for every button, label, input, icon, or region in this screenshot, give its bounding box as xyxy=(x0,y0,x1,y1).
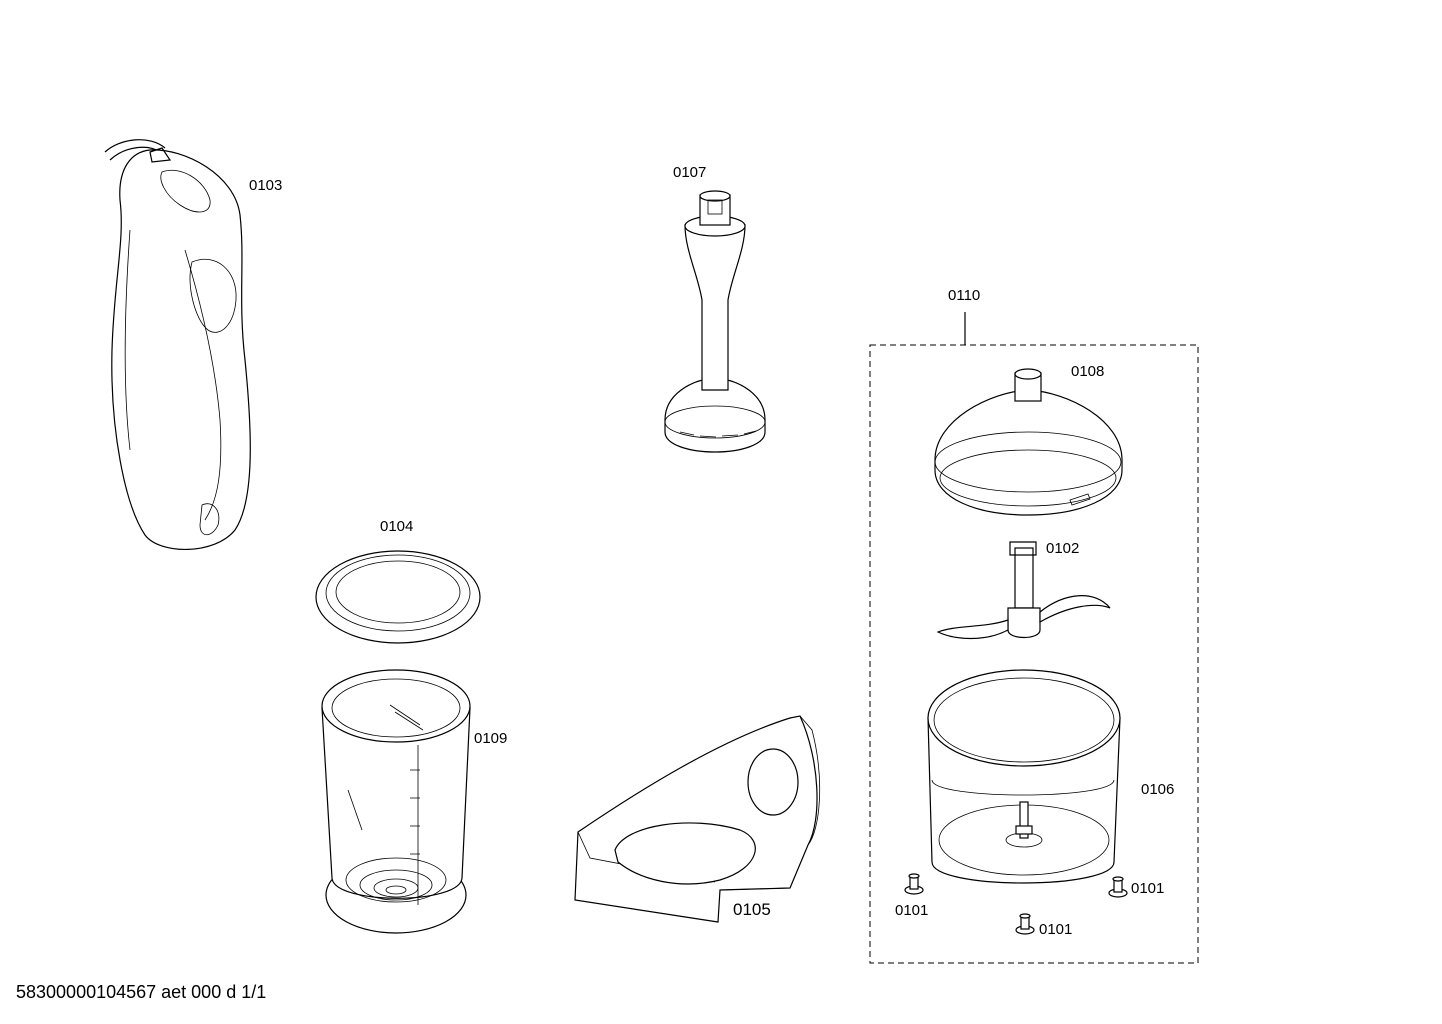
wall-holder-drawing xyxy=(574,715,821,923)
label-foot-bottom: 0101 xyxy=(1039,921,1073,938)
label-foot-right: 0101 xyxy=(1131,880,1165,897)
chopper-lid-drawing xyxy=(934,368,1123,516)
blender-foot-drawing xyxy=(664,190,766,453)
label-chopper-bowl: 0106 xyxy=(1141,781,1175,798)
label-blender-foot: 0107 xyxy=(673,164,707,181)
label-beaker-lid: 0104 xyxy=(380,518,414,535)
document-id-footer: 58300000104567 aet 000 d 1/1 xyxy=(16,982,267,1002)
handle-drawing xyxy=(104,139,251,551)
foot-bottom-drawing xyxy=(1015,913,1035,935)
label-chopper-set: 0110 xyxy=(948,287,981,304)
foot-right-drawing xyxy=(1108,876,1128,898)
beaker-lid-drawing xyxy=(315,550,481,644)
label-chopper-lid: 0108 xyxy=(1071,363,1105,380)
label-wall-holder: 0105 xyxy=(733,900,771,919)
label-handle: 0103 xyxy=(249,177,283,194)
label-measuring-beaker: 0109 xyxy=(474,730,508,747)
chopper-blade-drawing xyxy=(936,541,1111,640)
measuring-beaker-drawing xyxy=(321,669,471,934)
chopper-bowl-drawing xyxy=(927,669,1121,884)
label-foot-left: 0101 xyxy=(895,902,929,919)
label-chopper-blade: 0102 xyxy=(1046,540,1080,557)
chopper-set-frame xyxy=(869,312,1199,964)
foot-left-drawing xyxy=(904,873,924,895)
